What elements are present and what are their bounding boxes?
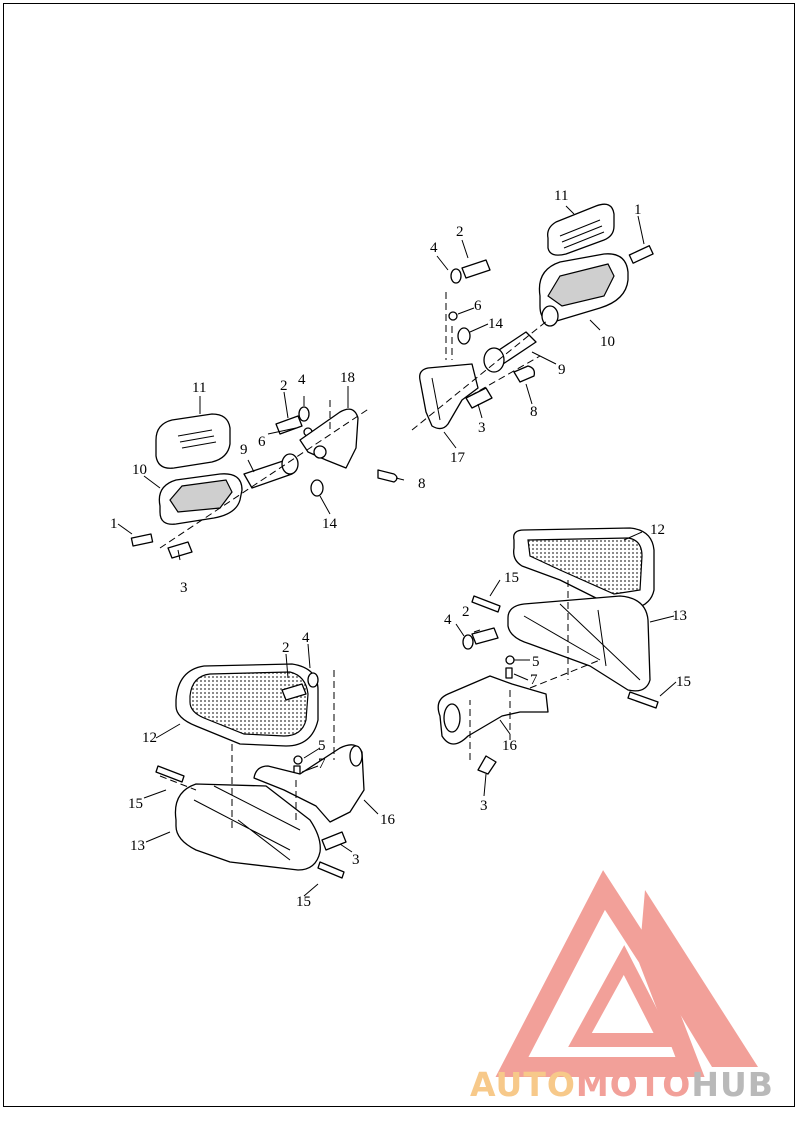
callout-c2-9: 9 bbox=[240, 442, 248, 458]
part-18-bracket bbox=[299, 408, 359, 469]
part-2-bolt-c3 bbox=[471, 627, 499, 645]
watermark-hub: HUB bbox=[691, 1065, 774, 1104]
floorboard-assembly-right bbox=[437, 527, 659, 775]
callout-c3-12: 12 bbox=[650, 522, 665, 538]
callout-c4-15a: 15 bbox=[128, 796, 143, 812]
part-9-pin-left bbox=[243, 453, 299, 489]
footpeg-assembly-right bbox=[411, 203, 654, 431]
part-1-screw-right bbox=[628, 245, 654, 264]
callout-c1-14: 14 bbox=[488, 316, 504, 332]
part-13-footboard-left bbox=[174, 783, 321, 871]
part-15-pin-right-a bbox=[471, 595, 501, 613]
part-13-footboard-right bbox=[507, 595, 651, 692]
callout-leader-lines bbox=[117, 205, 677, 897]
footpeg-assembly-left bbox=[130, 400, 398, 559]
part-5-ball-c3 bbox=[505, 655, 515, 665]
callout-c4-7: 7 bbox=[318, 756, 326, 772]
callout-c2-6: 6 bbox=[258, 434, 266, 450]
part-6-ring-right bbox=[448, 311, 458, 321]
part-15-pin-left-a bbox=[155, 765, 185, 783]
callout-c3-13: 13 bbox=[672, 608, 687, 624]
callout-c1-2: 2 bbox=[456, 224, 464, 240]
floorboard-assembly-left bbox=[155, 663, 365, 879]
callout-c4-5: 5 bbox=[318, 738, 326, 754]
part-2-bolt-left bbox=[275, 415, 303, 435]
callout-c4-15b: 15 bbox=[296, 894, 311, 910]
part-14-washer-right bbox=[457, 327, 471, 345]
part-12-board-left bbox=[175, 663, 319, 747]
watermark-moto: MOTO bbox=[576, 1065, 691, 1104]
part-11-peg-pad bbox=[547, 203, 615, 256]
watermark-logo bbox=[495, 870, 758, 1077]
callout-c3-15b: 15 bbox=[676, 674, 691, 690]
part-5-ball-c4 bbox=[293, 755, 303, 765]
callout-c1-1: 1 bbox=[634, 202, 642, 218]
callout-c4-16: 16 bbox=[380, 812, 396, 828]
callout-c4-12: 12 bbox=[142, 730, 157, 746]
watermark-text: AUTOMOTOHUB bbox=[470, 1065, 774, 1104]
callout-c3-16: 16 bbox=[502, 738, 518, 754]
part-15-pin-right-b bbox=[627, 691, 659, 709]
part-3-bolt-c4 bbox=[321, 831, 347, 851]
callout-c1-3: 3 bbox=[478, 420, 486, 436]
callout-c3-3: 3 bbox=[480, 798, 488, 814]
callout-c1-11: 11 bbox=[554, 188, 568, 204]
callout-c4-4: 4 bbox=[302, 630, 310, 646]
watermark-auto: AUTO bbox=[470, 1065, 576, 1104]
part-11-peg-pad-left bbox=[155, 413, 231, 469]
part-4-washer-c3 bbox=[462, 634, 474, 650]
callout-c2-3: 3 bbox=[180, 580, 188, 596]
part-16-bracket-right bbox=[437, 675, 549, 745]
part-4-washer-right bbox=[450, 268, 462, 284]
part-3-bolt-right bbox=[465, 387, 493, 409]
callout-c2-4: 4 bbox=[298, 372, 306, 388]
part-7-spring-c3 bbox=[505, 667, 513, 679]
part-10-peg-body-left bbox=[158, 473, 243, 525]
callout-c2-18: 18 bbox=[340, 370, 355, 386]
svg-text:AUTOMOTOHUB: AUTOMOTOHUB bbox=[470, 1065, 774, 1104]
part-1-screw-left bbox=[130, 533, 154, 547]
callout-c3-5: 5 bbox=[532, 654, 540, 670]
callout-c4-13: 13 bbox=[130, 838, 145, 854]
callout-c2-2: 2 bbox=[280, 378, 288, 394]
callout-c1-8: 8 bbox=[530, 404, 538, 420]
callout-c2-1: 1 bbox=[110, 516, 118, 532]
callout-c2-11: 11 bbox=[192, 380, 206, 396]
part-3-bolt-c3 bbox=[477, 755, 497, 775]
part-2-bolt-c4 bbox=[281, 683, 307, 701]
part-14-washer-left bbox=[310, 479, 324, 497]
part-10-peg-body bbox=[538, 253, 629, 327]
callout-c3-7: 7 bbox=[530, 672, 538, 688]
callout-c3-15a: 15 bbox=[504, 570, 519, 586]
callout-c2-8: 8 bbox=[418, 476, 426, 492]
part-4-washer-left bbox=[298, 406, 310, 422]
part-12-board-right bbox=[513, 527, 655, 611]
callout-c1-17: 17 bbox=[450, 450, 466, 466]
callout-c1-4: 4 bbox=[430, 240, 438, 256]
callout-numbers: 11 1 2 4 6 14 10 9 8 3 17 11 2 4 18 6 9 … bbox=[110, 188, 691, 910]
part-15-pin-left-b bbox=[317, 861, 345, 879]
part-3-bolt-left bbox=[167, 541, 193, 559]
part-4-washer-c4 bbox=[307, 672, 319, 688]
callout-c2-10: 10 bbox=[132, 462, 147, 478]
callout-c1-10: 10 bbox=[600, 334, 615, 350]
part-8-clevis-pin-right bbox=[513, 365, 536, 383]
part-2-bolt-right bbox=[461, 259, 491, 279]
callout-c4-3: 3 bbox=[352, 852, 360, 868]
page-frame bbox=[3, 3, 795, 1107]
part-8-clevis-pin-left bbox=[377, 469, 398, 483]
callout-c3-4: 4 bbox=[444, 612, 452, 628]
callout-c4-2: 2 bbox=[282, 640, 290, 656]
part-16-bracket-left bbox=[253, 744, 365, 823]
callout-c3-2: 2 bbox=[462, 604, 470, 620]
callout-c2-14: 14 bbox=[322, 516, 338, 532]
callout-c1-6: 6 bbox=[474, 298, 482, 314]
callout-c1-9: 9 bbox=[558, 362, 566, 378]
